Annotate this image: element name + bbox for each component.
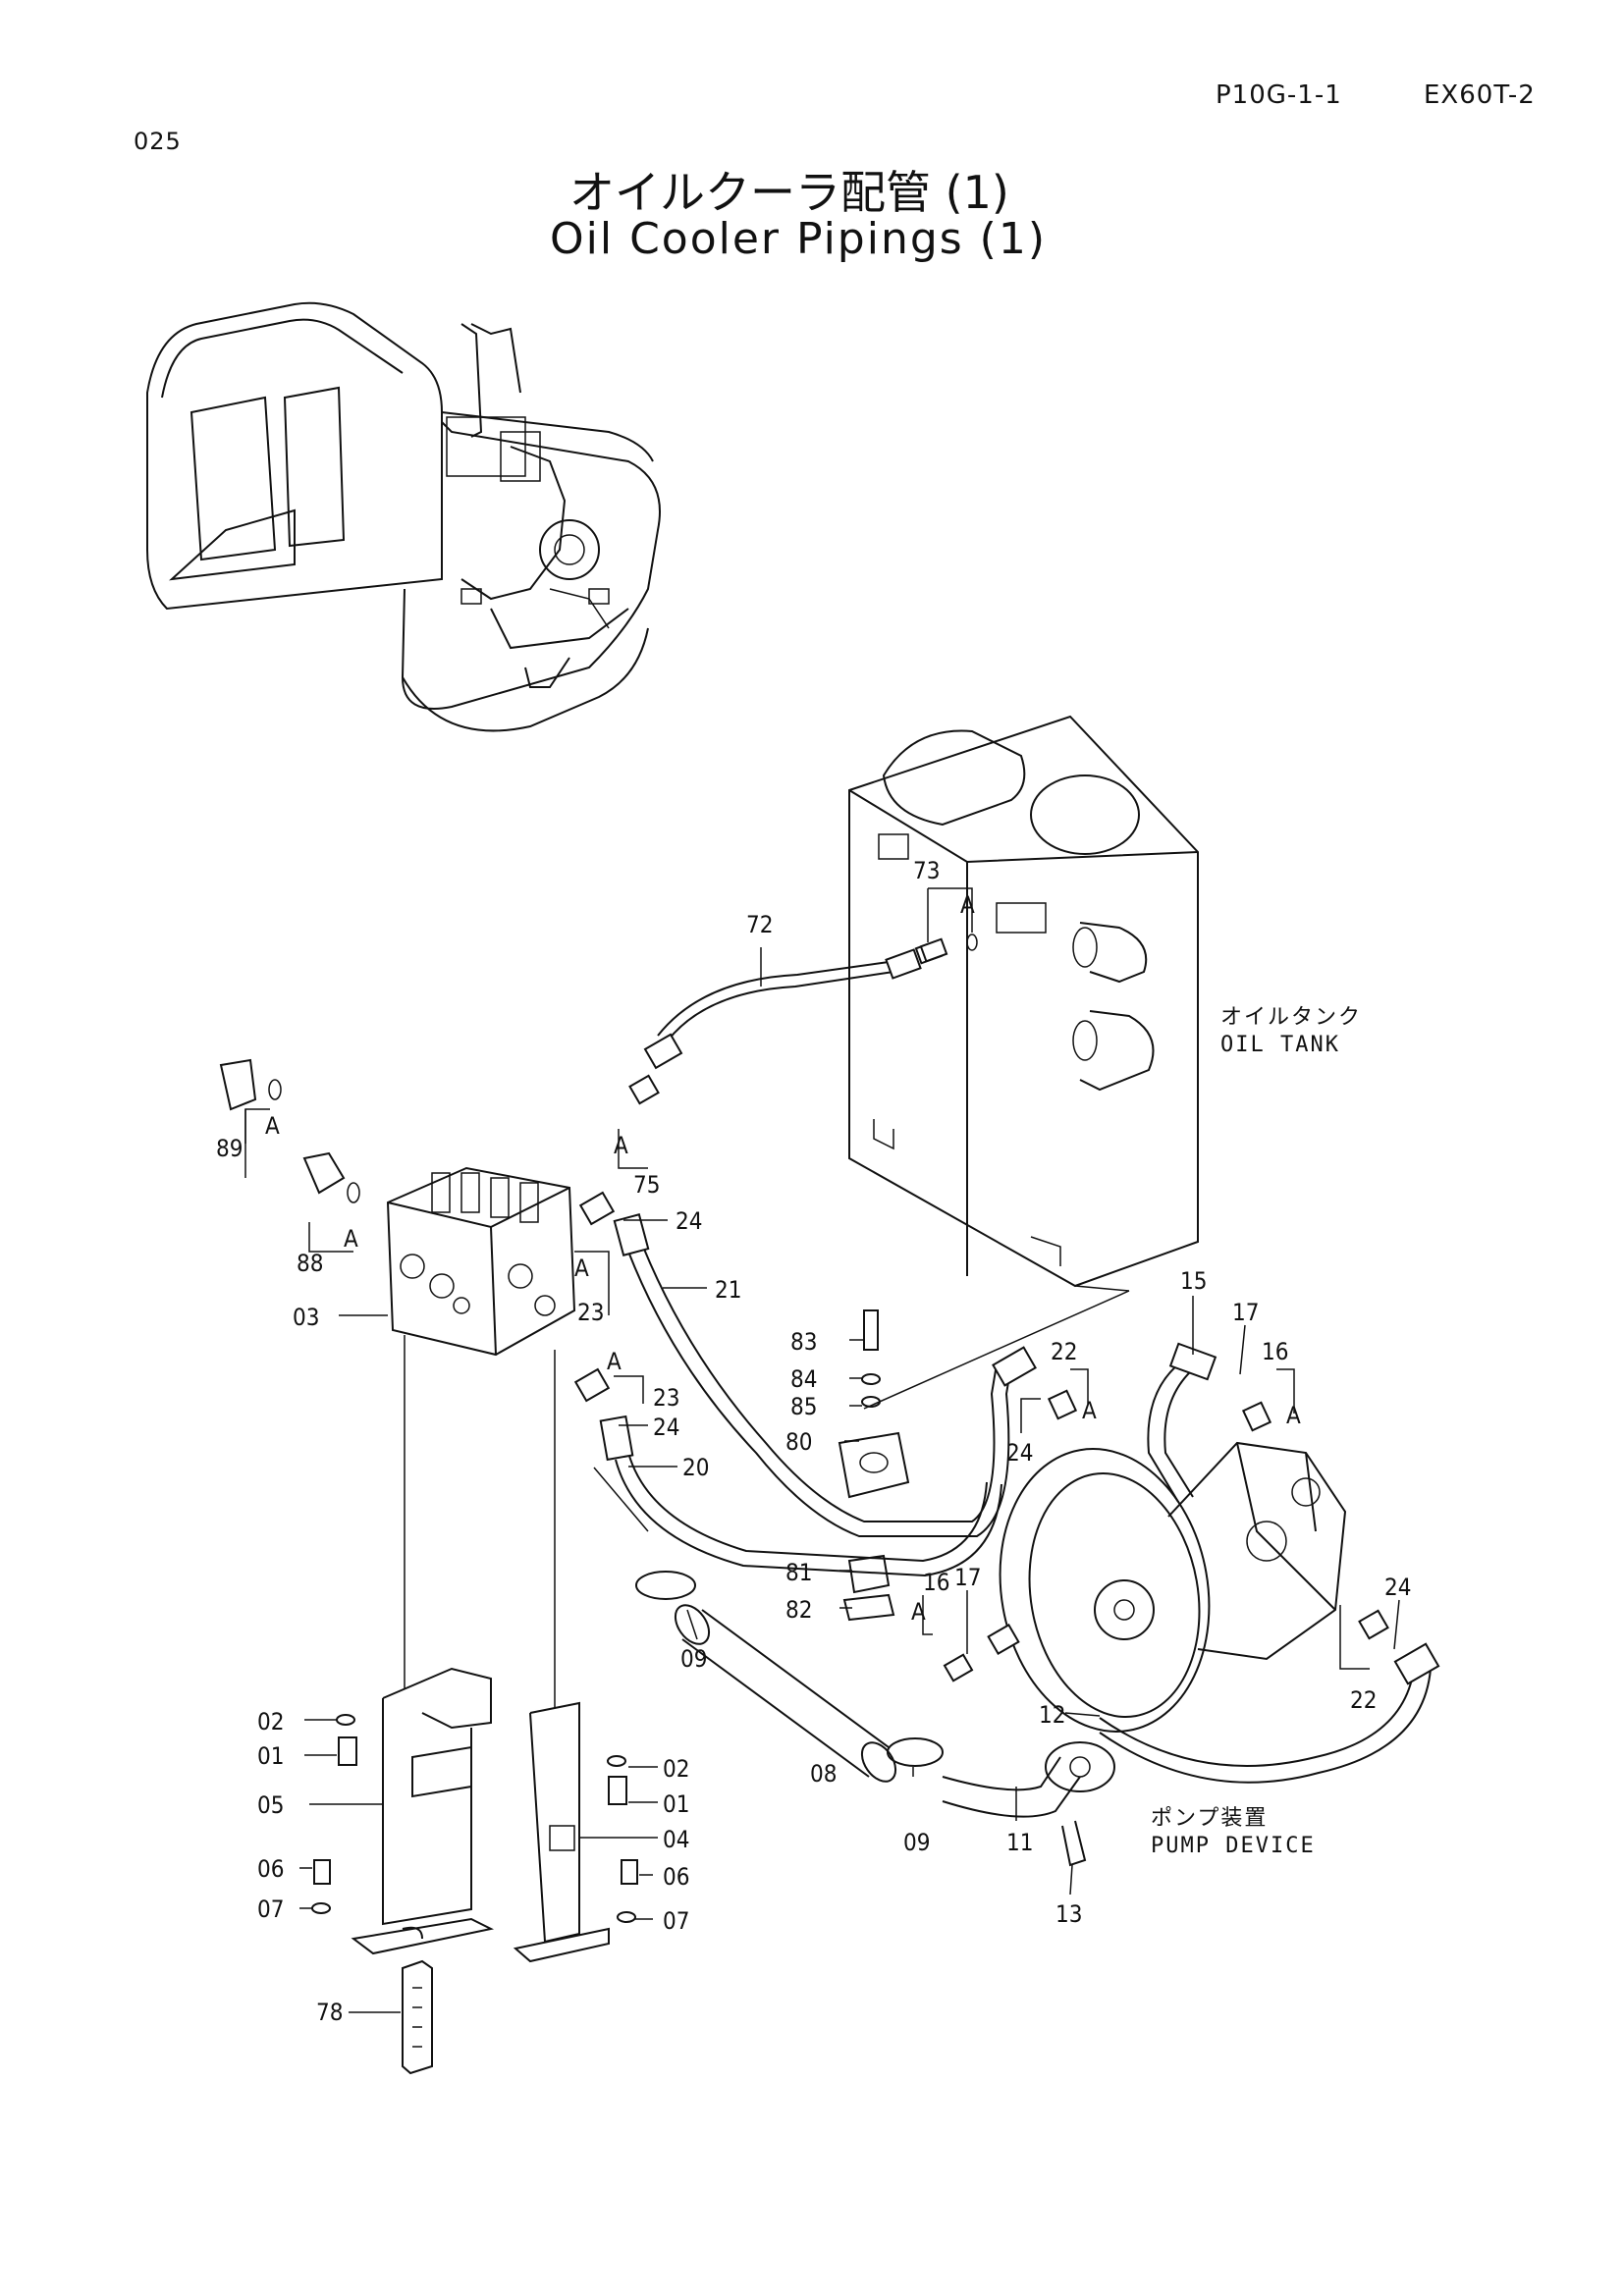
callout-88: 88 (297, 1250, 323, 1277)
callout-07-b: 07 (663, 1907, 689, 1935)
callout-05: 05 (257, 1791, 284, 1819)
callout-09-a: 09 (680, 1645, 707, 1673)
callout-03: 03 (293, 1304, 319, 1331)
callout-A-22-top: A (1082, 1397, 1097, 1424)
clamp-80 (838, 1431, 910, 1622)
oil-tank-label-jp: オイルタンク (1220, 1005, 1363, 1030)
callout-82: 82 (785, 1596, 812, 1624)
callout-72: 72 (746, 911, 773, 938)
hoses-20-21 (599, 1213, 1037, 1577)
control-valve-03 (386, 1166, 576, 1357)
hoses-12-15 (1099, 1342, 1440, 1784)
callout-11: 11 (1006, 1829, 1033, 1856)
callout-17-b: 17 (954, 1564, 981, 1591)
callout-A-tank: A (960, 891, 975, 919)
callout-A-23-top: A (574, 1255, 589, 1282)
callout-15: 15 (1180, 1267, 1207, 1295)
pump-device-label-en: PUMP DEVICE (1151, 1834, 1316, 1858)
callout-06-a: 06 (257, 1855, 284, 1883)
callout-21: 21 (715, 1276, 741, 1304)
callout-A-88: A (344, 1225, 358, 1253)
callout-08: 08 (810, 1760, 837, 1788)
callout-13: 13 (1055, 1900, 1082, 1928)
callout-20: 20 (682, 1454, 709, 1481)
callout-06-b: 06 (663, 1863, 689, 1891)
callout-24-b: 24 (653, 1414, 679, 1441)
pump-device-label-jp: ポンプ装置 (1151, 1806, 1269, 1831)
pipe-08 (635, 1571, 944, 1783)
pump-device (999, 1441, 1347, 1733)
model-number: EX60T-2 (1424, 80, 1536, 110)
brackets-05-04 (351, 1667, 610, 1963)
leader-lines (244, 887, 1400, 2013)
title-english: Oil Cooler Pipings (1) (550, 214, 1047, 264)
callout-16-b: 16 (923, 1569, 949, 1596)
callout-A-75: A (614, 1132, 628, 1159)
callout-A-16-bot: A (911, 1598, 926, 1626)
callout-09-b: 09 (903, 1829, 930, 1856)
callout-78: 78 (316, 1999, 343, 2026)
excavator-overview (146, 301, 661, 732)
callout-labels: 72 73 A A A A A A A A A 89 88 75 24 23 0… (216, 857, 1411, 2026)
callout-85: 85 (790, 1393, 817, 1420)
filter-78 (402, 1959, 433, 2075)
callout-17-a: 17 (1232, 1299, 1259, 1326)
callout-73: 73 (913, 857, 940, 884)
hose-72 (643, 939, 944, 1070)
callout-75: 75 (633, 1171, 660, 1199)
callout-12: 12 (1039, 1701, 1065, 1729)
callout-89: 89 (216, 1135, 243, 1162)
oil-tank-label-en: OIL TANK (1220, 1033, 1340, 1057)
callout-02-b: 02 (663, 1755, 689, 1783)
callout-23-a: 23 (577, 1299, 604, 1326)
callout-16-a: 16 (1262, 1338, 1288, 1365)
callout-01-a: 01 (257, 1742, 284, 1770)
fittings (219, 934, 1389, 1682)
callout-24-a: 24 (676, 1207, 702, 1235)
callout-23-b: 23 (653, 1384, 679, 1412)
callout-A-89: A (265, 1112, 280, 1140)
oil-tank (848, 715, 1199, 1288)
title-japanese: オイルクーラ配管 (1) (569, 166, 1009, 219)
callout-81: 81 (785, 1559, 812, 1586)
figure-number: 025 (134, 128, 182, 155)
callout-24-c: 24 (1006, 1439, 1033, 1467)
callout-07-a: 07 (257, 1896, 284, 1923)
callout-84: 84 (790, 1365, 817, 1393)
callout-A-23-bot: A (607, 1348, 622, 1375)
callout-04: 04 (663, 1826, 689, 1853)
callout-22-a: 22 (1051, 1338, 1077, 1365)
callout-83: 83 (790, 1328, 817, 1356)
callout-24-d: 24 (1384, 1574, 1411, 1601)
elbow-11 (942, 1741, 1115, 1867)
page-code: P10G-1-1 (1216, 80, 1342, 110)
callout-22-b: 22 (1350, 1686, 1377, 1714)
callout-02-a: 02 (257, 1708, 284, 1735)
callout-01-b: 01 (663, 1790, 689, 1818)
callout-80: 80 (785, 1428, 812, 1456)
callout-A-16-top: A (1286, 1402, 1301, 1429)
